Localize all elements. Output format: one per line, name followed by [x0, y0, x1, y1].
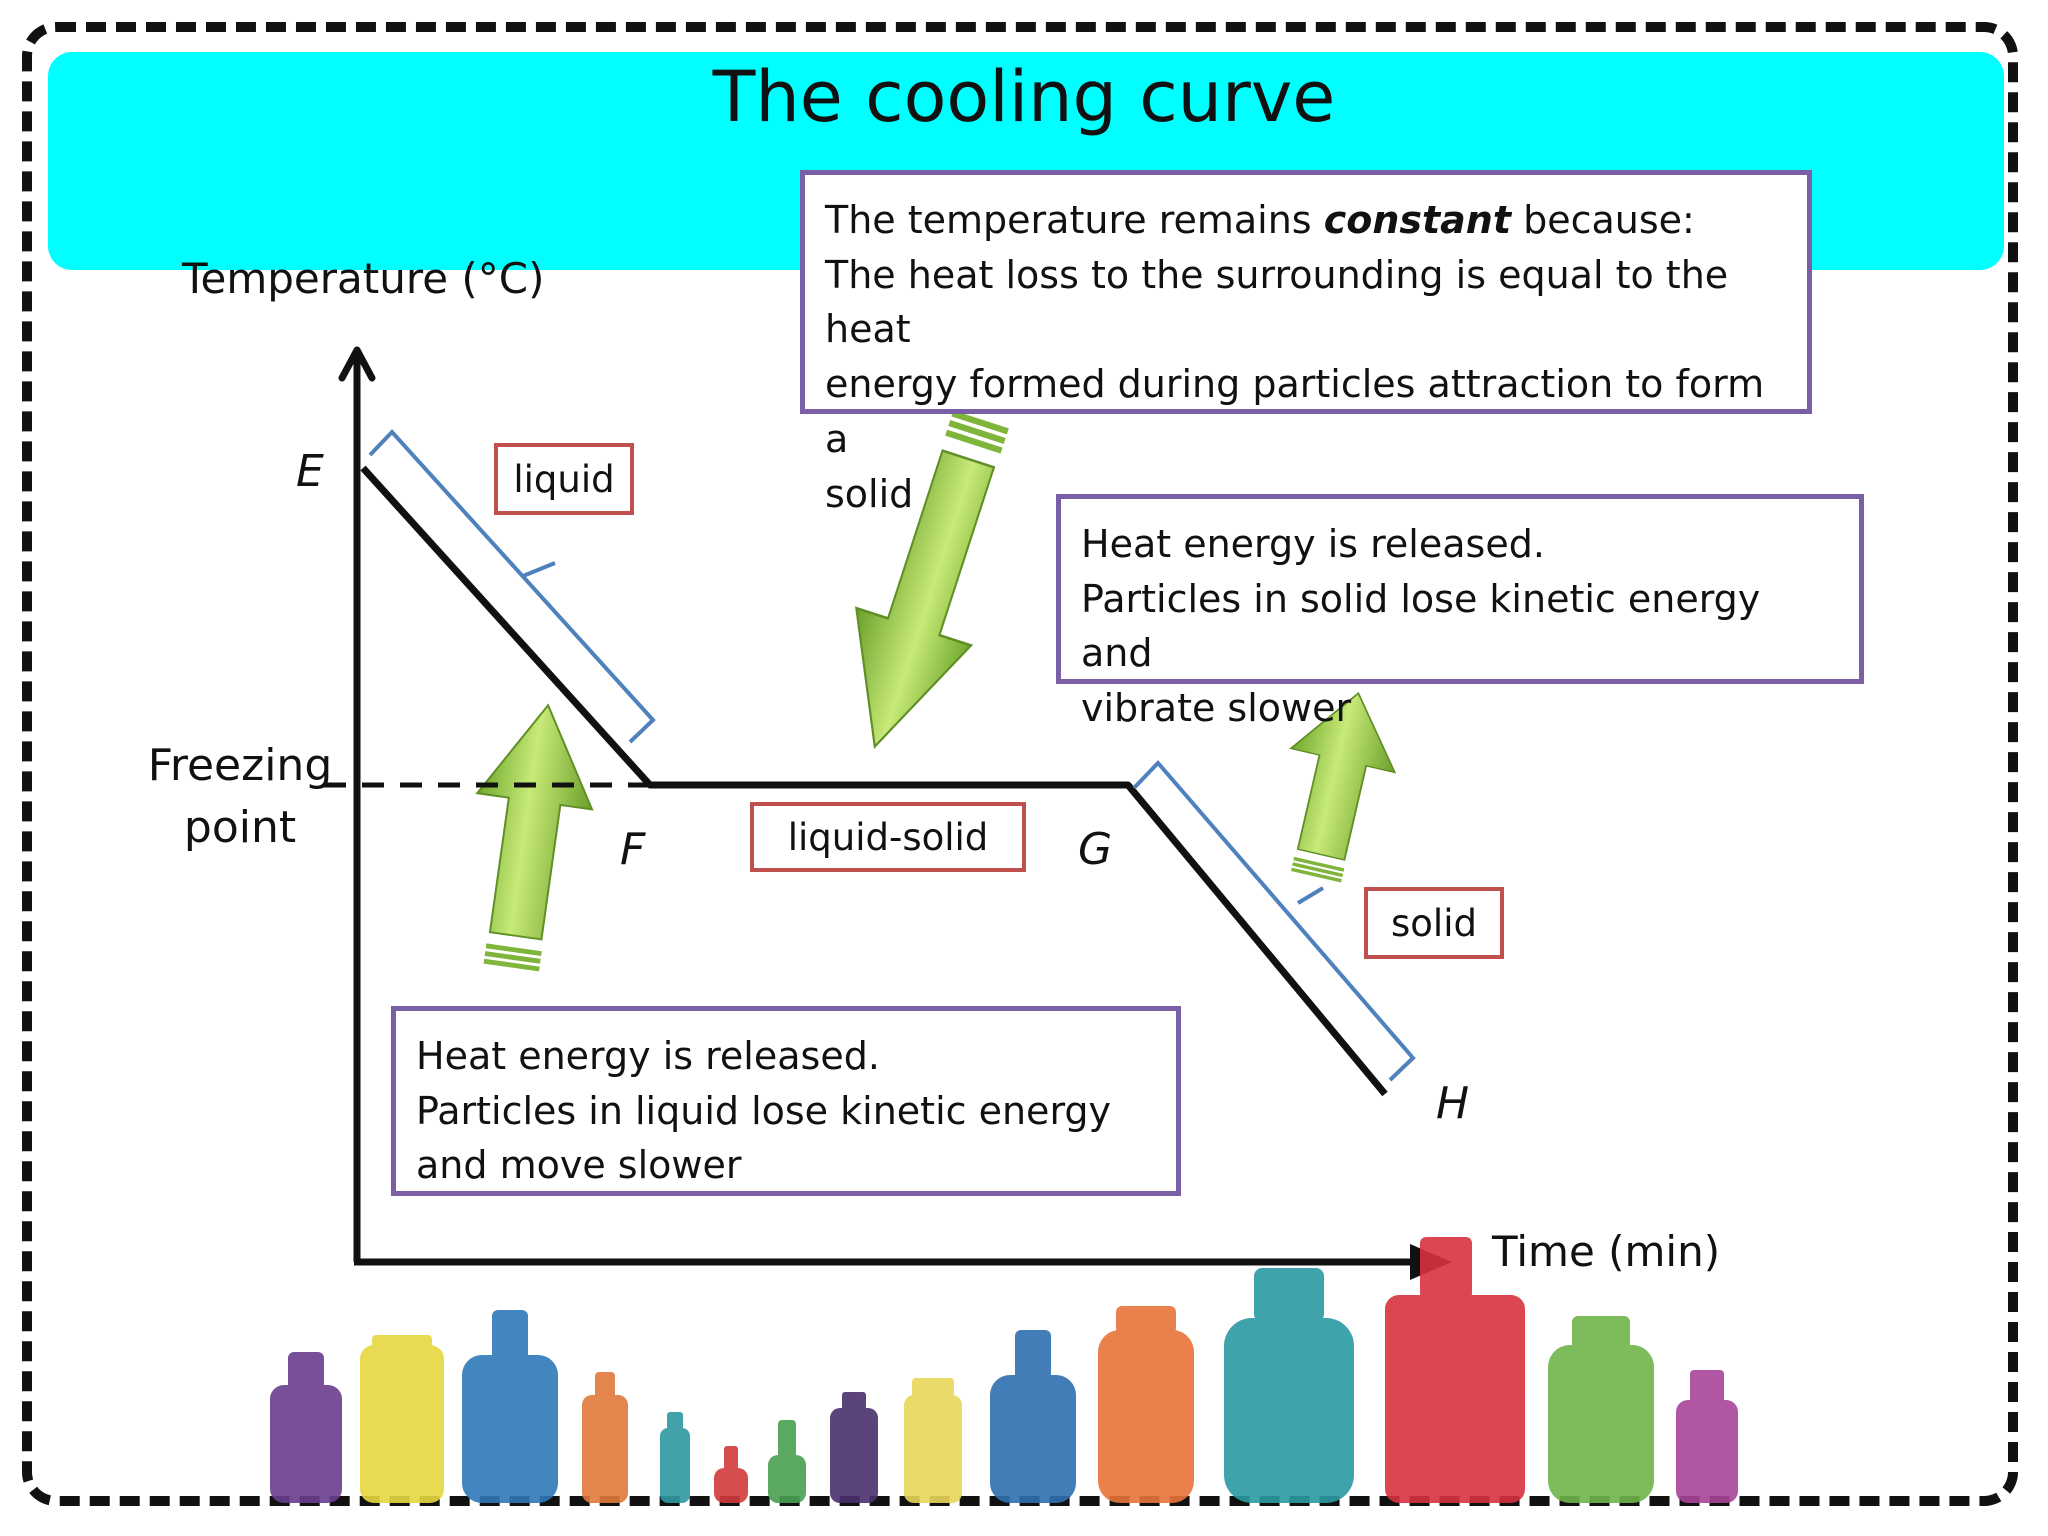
x-axis-label: Time (min)	[1492, 1227, 1721, 1276]
note-solid-line3: vibrate slower	[1081, 686, 1352, 731]
point-g-label: G	[1078, 824, 1113, 875]
point-f-label: F	[620, 824, 646, 875]
brace-solid	[1132, 760, 1416, 1082]
note-solid-line2: Particles in solid lose kinetic energy a…	[1081, 576, 1761, 676]
freezing-label-line2: point	[183, 801, 297, 853]
point-e-label: E	[296, 446, 324, 497]
note-constant-line1-post: because:	[1511, 198, 1695, 242]
note-constant-line1-pre: The temperature remains	[825, 198, 1324, 242]
note-constant-line1: The temperature remains constant because…	[825, 193, 1789, 248]
note-liquid-line3: and move slower	[416, 1143, 742, 1188]
note-solid-line1: Heat energy is released.	[1081, 522, 1545, 566]
freezing-point-label: Freezing point	[130, 735, 350, 858]
note-liquid-cooling: Heat energy is released. Particles in li…	[391, 1006, 1181, 1196]
bottle-row	[270, 1237, 1738, 1503]
point-h-label: H	[1436, 1078, 1470, 1129]
cooling-curve	[360, 465, 1388, 1097]
arrow-up-left	[452, 696, 607, 977]
note-liquid-line1: Heat energy is released.	[416, 1034, 880, 1078]
brace-liquid	[368, 429, 656, 744]
note-constant-line2: The heat loss to the surrounding is equa…	[825, 252, 1729, 352]
freezing-label-line1: Freezing	[147, 740, 333, 791]
note-constant-temperature: The temperature remains constant because…	[800, 170, 1812, 516]
y-axis-label: Temperature (°C)	[182, 254, 545, 303]
note-constant-line3: energy formed during particles attractio…	[825, 362, 1765, 461]
y-axis	[338, 346, 376, 1262]
note-liquid-line2: Particles in liquid lose kinetic energy	[416, 1088, 1112, 1133]
phase-label-liquid: liquid	[494, 443, 634, 515]
phase-label-solid: solid	[1364, 887, 1504, 959]
note-constant-emphasis: constant	[1323, 198, 1512, 242]
note-constant-line4: solid	[825, 471, 914, 516]
note-solid-cooling: Heat energy is released. Particles in so…	[1056, 494, 1864, 730]
phase-label-liquid-solid: liquid-solid	[750, 802, 1026, 872]
slide-title: The cooling curve	[712, 56, 1336, 138]
